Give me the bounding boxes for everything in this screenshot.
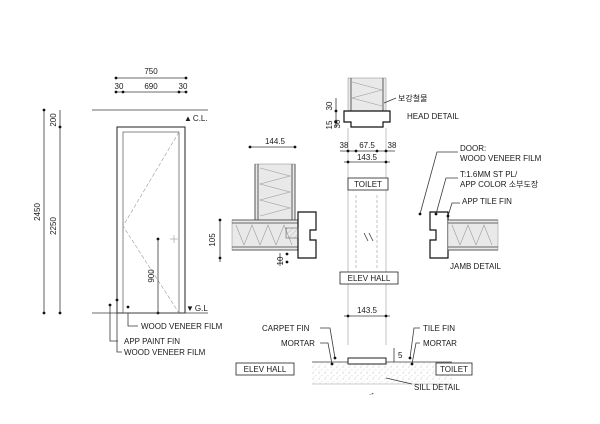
sill-detail-title: SILL DETAIL xyxy=(414,383,460,392)
dim-frame-left: 30 xyxy=(115,82,124,91)
dim-38-right: 38 xyxy=(388,141,397,150)
room-tag-toilet: TOILET xyxy=(354,180,382,189)
callout-door-finish: WOOD VENEER FILM xyxy=(460,154,542,163)
sill-detail: 143.5 CARPET FIN MORTAR TILE FIN MORTAR … xyxy=(235,306,473,398)
dim-door-height: 2250 xyxy=(49,217,58,235)
dim-10: 10 xyxy=(276,256,285,265)
dim-head-15: 15 xyxy=(325,120,334,129)
jamb-detail-title: JAMB DETAIL xyxy=(450,262,502,271)
sill-dim-5: 5 xyxy=(398,351,403,360)
label-ceiling: ▲C.L. xyxy=(184,114,208,123)
slope-arrow-icon: → xyxy=(367,388,376,398)
dim-total-width: 750 xyxy=(144,67,158,76)
dim-top-gap: 200 xyxy=(49,113,58,127)
sill-room-toilet: TOILET xyxy=(440,365,468,374)
dim-head-30: 30 xyxy=(325,101,334,110)
room-tag-elev-hall: ELEV HALL xyxy=(348,274,391,283)
label-reinforcement: 보강철물 xyxy=(398,93,427,103)
callout-door: DOOR: xyxy=(460,144,486,153)
sill-room-elev-hall: ELEV HALL xyxy=(244,365,287,374)
label-mortar-left: MORTAR xyxy=(281,339,315,348)
dim-38-left: 38 xyxy=(340,141,349,150)
dim-head-30b: 30 xyxy=(333,119,342,128)
dim-handle-height: 900 xyxy=(147,269,156,283)
callout-app-paint: APP PAINT FIN xyxy=(124,337,180,346)
callout-tile: APP TILE FIN xyxy=(462,197,512,206)
label-carpet: CARPET FIN xyxy=(262,324,310,333)
dim-105: 105 xyxy=(208,233,217,247)
jamb-detail: 144.5 38 67.5 38 143.5 TOILET 105 xyxy=(208,128,542,345)
label-tile: TILE FIN xyxy=(423,324,455,333)
dim-143-5: 143.5 xyxy=(357,153,378,162)
head-detail-title: HEAD DETAIL xyxy=(407,112,459,121)
label-ground: ▼G.L xyxy=(186,304,208,313)
callout-plate: T:1.6MM ST PL/ xyxy=(460,170,518,179)
dim-total-height: 2450 xyxy=(33,203,42,221)
callout-plate-finish: APP COLOR 소부도장 xyxy=(460,179,539,189)
callout-wood-veneer-2: WOOD VENEER FILM xyxy=(124,348,206,357)
callout-wood-veneer-1: WOOD VENEER FILM xyxy=(141,322,223,331)
head-detail: 보강철물 30 15 30 HEAD DETAIL xyxy=(325,77,459,129)
door-elevation: 750 30 690 30 ▲C.L. 2450 200 2250 900 ▼G… xyxy=(33,67,223,357)
dim-67-5: 67.5 xyxy=(359,141,375,150)
label-mortar-right: MORTAR xyxy=(423,339,457,348)
dim-door-width: 690 xyxy=(144,82,158,91)
sill-dim-143-5: 143.5 xyxy=(357,306,378,315)
dim-frame-right: 30 xyxy=(179,82,188,91)
dim-144-5: 144.5 xyxy=(265,137,286,146)
